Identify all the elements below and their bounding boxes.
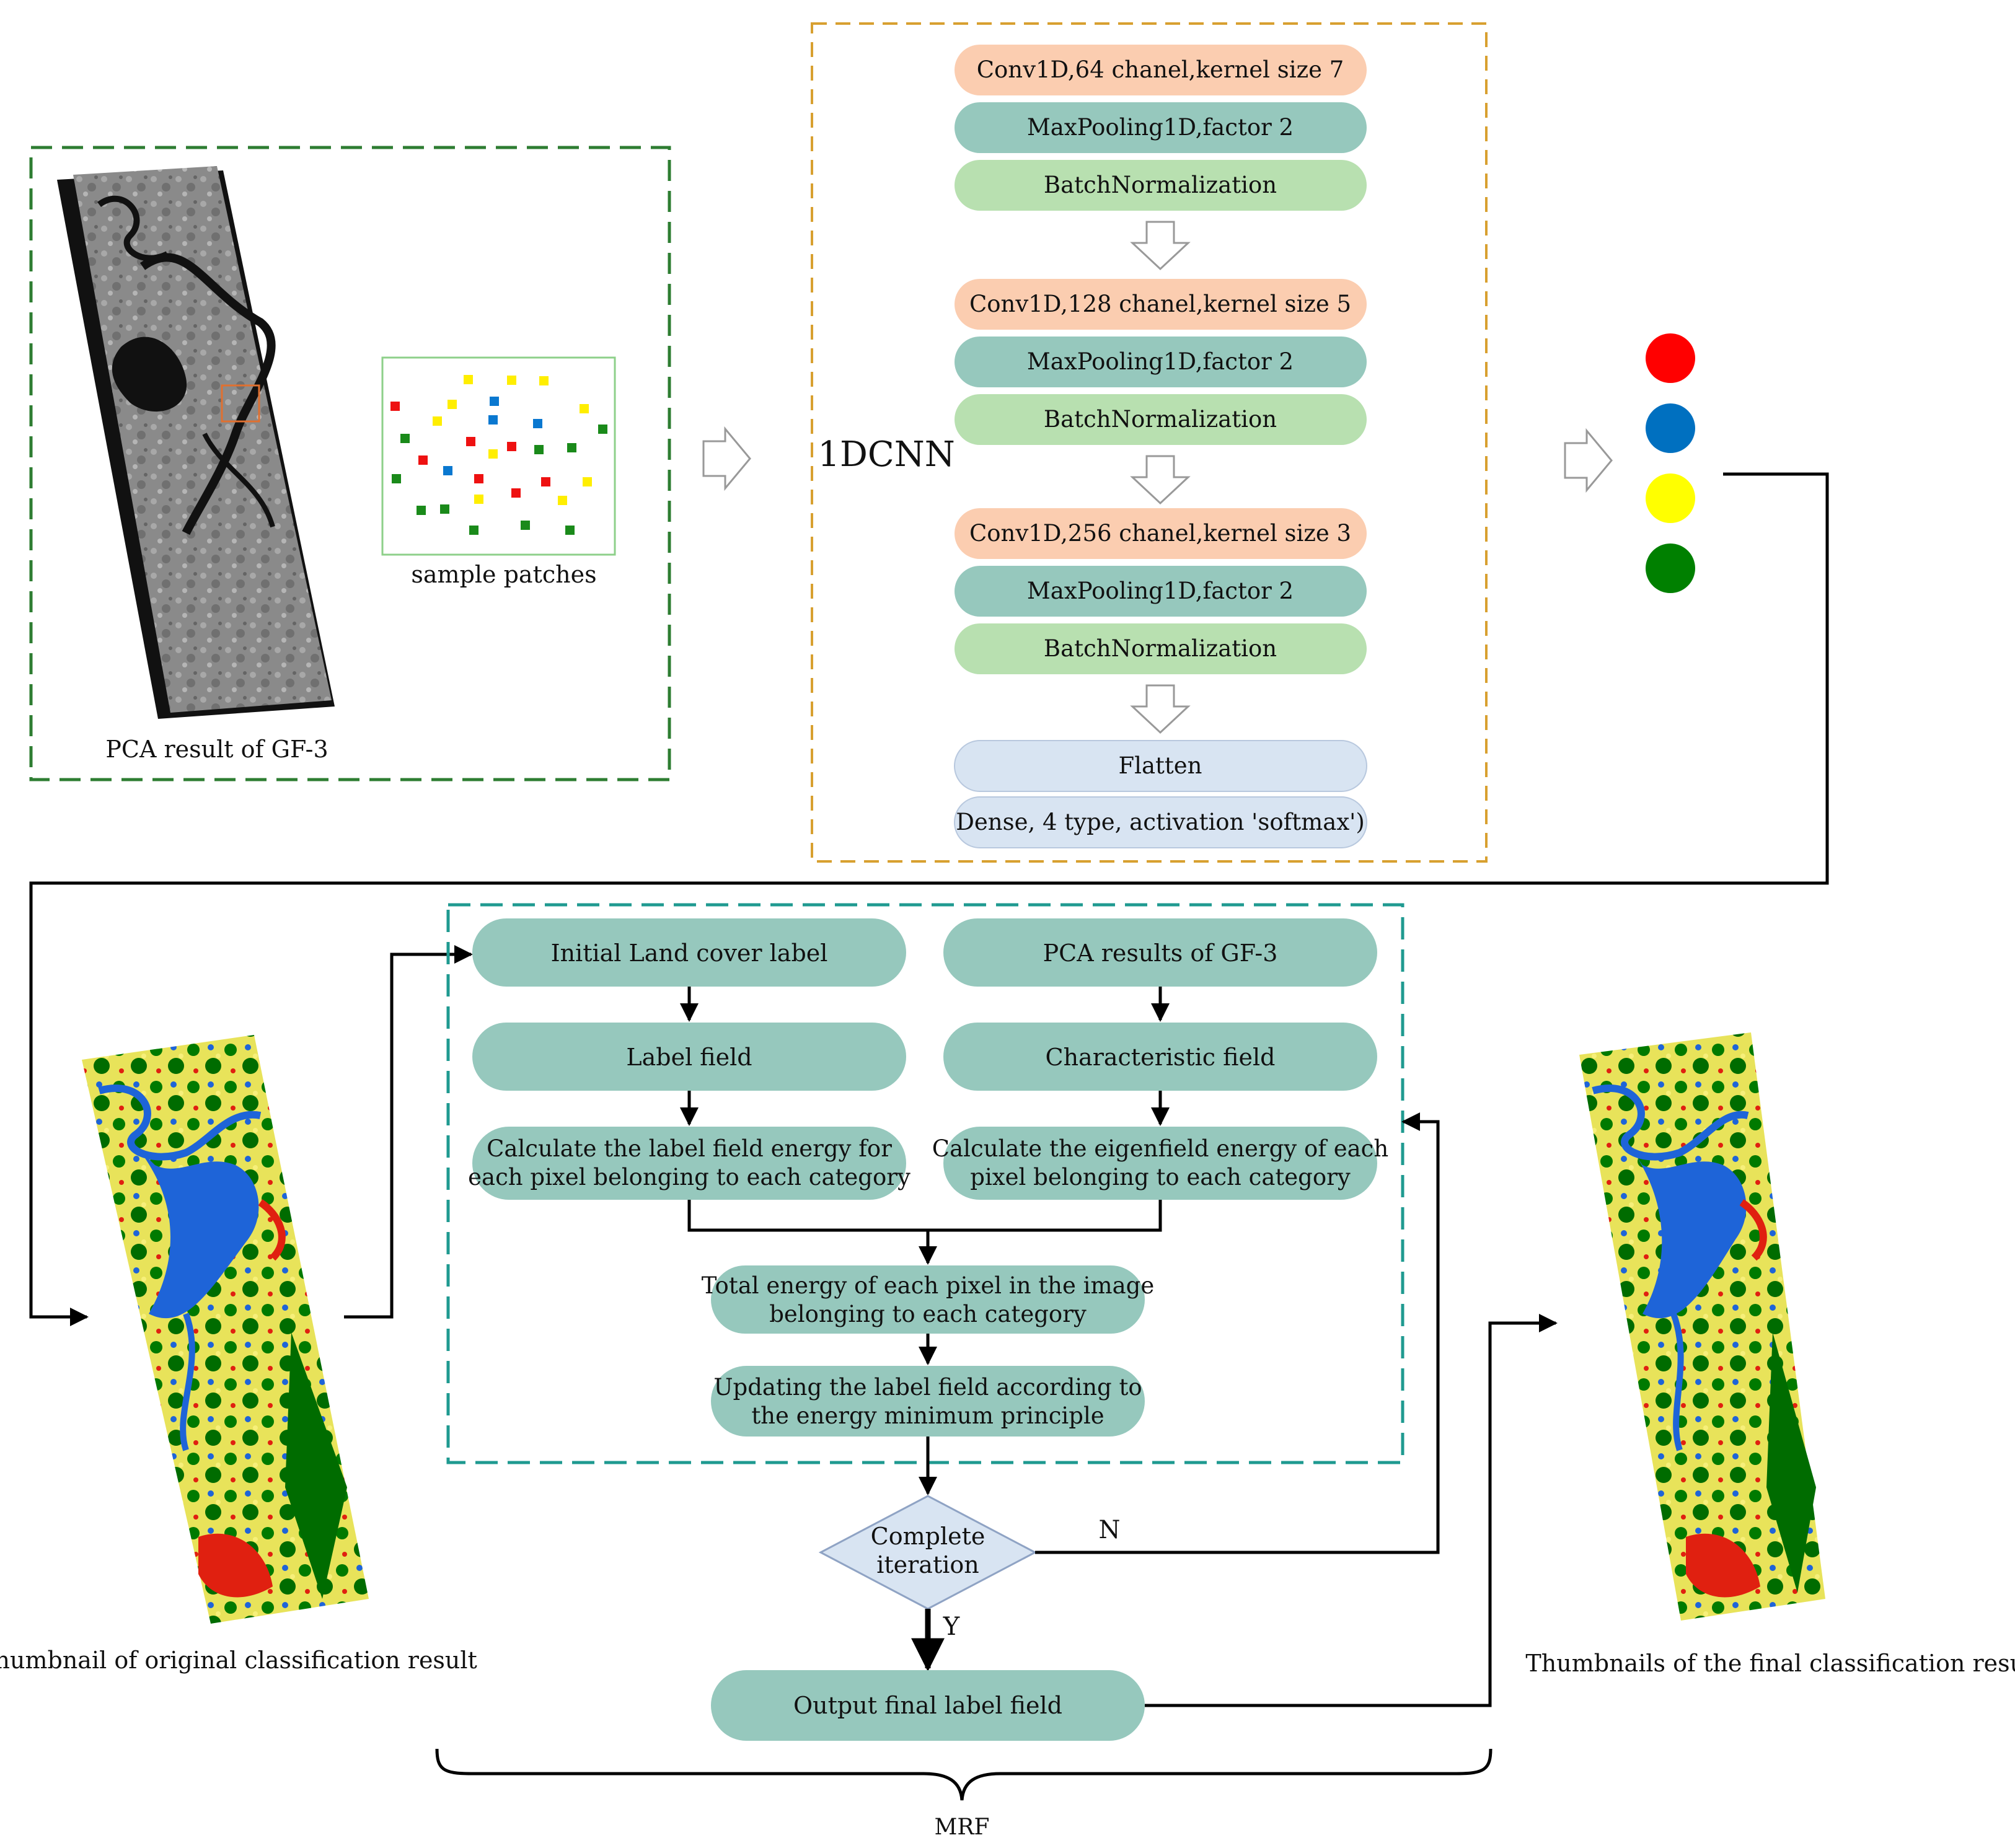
mrf-characteristic-field-text: Characteristic field (1046, 1044, 1276, 1071)
cnn-layer-label-1: Conv1D,64 chanel,kernel size 7 (977, 56, 1344, 83)
mrf-label-energy-line1: Calculate the label field energy for (487, 1135, 892, 1162)
output-class-dot-3 (1646, 473, 1695, 523)
mrf-update-label-line1: Updating the label field according to (713, 1374, 1142, 1401)
pca-image (57, 166, 335, 719)
mrf-total-energy-line1: Total energy of each pixel in the image (702, 1272, 1154, 1299)
mrf-label-field-text: Label field (626, 1044, 752, 1071)
mrf-brace (435, 1748, 1493, 1801)
cnn-layer-box-4 (955, 279, 1367, 330)
mrf-eigen-energy-line2: pixel belonging to each category (970, 1164, 1351, 1190)
cnn-layer-box-10 (954, 740, 1367, 792)
pca-caption: PCA result of GF-3 (105, 736, 328, 763)
cnn-layer-box-6 (955, 394, 1367, 445)
connector-output-to-final (1145, 1314, 1558, 1707)
mrf-decision-diamond: Complete iteration (818, 1495, 1038, 1610)
mrf-update-label-line2: the energy minimum principle (751, 1402, 1104, 1429)
mrf-initial-label-box: Initial Land cover label (472, 918, 906, 987)
connector-classes-to-thumbnail (29, 472, 1829, 1326)
cnn-layer-label-5: MaxPooling1D,factor 2 (1027, 348, 1294, 375)
cnn-layer-label-10: Flatten (1118, 752, 1202, 779)
original-classification-thumbnail (82, 1035, 369, 1624)
mrf-characteristic-field-box: Characteristic field (943, 1023, 1377, 1091)
cnn-layer-box-1 (955, 45, 1367, 95)
cnn-layer-label-11: Dense, 4 type, activation 'softmax') (956, 809, 1365, 835)
mrf-label-field-box: Label field (472, 1023, 906, 1091)
mrf-update-label-box: Updating the label field according to th… (711, 1366, 1145, 1437)
cnn-hollow-arrow-2 (1130, 455, 1191, 505)
cnn-layer-label-6: BatchNormalization (1044, 406, 1277, 433)
mrf-output-box: Output final label field (711, 1670, 1145, 1741)
mrf-decision-line2: iteration (876, 1551, 979, 1578)
connector-thumbnail-to-initial-label (344, 945, 473, 1319)
cnn-title: 1DCNN (818, 434, 955, 475)
cnn-group-border (811, 22, 1488, 863)
mrf-eigen-energy-box: Calculate the eigenfield energy of each … (932, 1127, 1388, 1200)
output-class-dot-2 (1646, 403, 1695, 453)
final-classification-thumbnail (1579, 1032, 1825, 1621)
mrf-pca-results-box: PCA results of GF-3 (943, 918, 1377, 987)
cnn-layer-stack: Conv1D,64 chanel,kernel size 7 MaxPooling… (954, 45, 1367, 848)
final-thumbnail-caption: Thumbnails of the final classification r… (1525, 1650, 2015, 1677)
output-class-dots (1646, 333, 1695, 593)
mrf-total-energy-line2: belonging to each category (769, 1301, 1087, 1327)
hollow-arrow-input-to-cnn (702, 426, 751, 491)
mrf-label: MRF (935, 1815, 990, 1840)
mrf-yes-label: Y (943, 1613, 960, 1641)
cnn-hollow-arrow-3 (1130, 684, 1191, 734)
cnn-layer-box-11 (954, 796, 1367, 848)
hollow-arrow-cnn-to-classes (1564, 428, 1613, 493)
mrf-output-text: Output final label field (793, 1692, 1062, 1719)
cnn-layer-box-8 (955, 566, 1367, 617)
cnn-layer-label-3: BatchNormalization (1044, 172, 1277, 198)
mrf-pca-results-text: PCA results of GF-3 (1043, 939, 1278, 967)
cnn-hollow-arrow-1 (1130, 221, 1191, 271)
output-class-dot-1 (1646, 333, 1695, 383)
sample-patches-caption: sample patches (411, 561, 596, 588)
sample-patch-squares (390, 375, 607, 535)
connector-no-loop (1035, 1112, 1440, 1554)
cnn-layer-label-9: BatchNormalization (1044, 635, 1277, 662)
mrf-total-energy-box: Total energy of each pixel in the image … (702, 1265, 1154, 1334)
mrf-decision-line1: Complete (871, 1523, 985, 1550)
output-class-dot-4 (1646, 543, 1695, 593)
mrf-group-border (446, 903, 1404, 1464)
mrf-no-label: N (1099, 1516, 1121, 1544)
sample-patches-panel (381, 356, 616, 556)
cnn-layer-label-8: MaxPooling1D,factor 2 (1027, 578, 1294, 604)
cnn-layer-box-7 (955, 508, 1367, 559)
mrf-label-energy-box: Calculate the label field energy for eac… (468, 1127, 910, 1200)
cnn-layer-label-2: MaxPooling1D,factor 2 (1027, 114, 1294, 141)
input-group-border (29, 146, 671, 781)
mrf-eigen-energy-line1: Calculate the eigenfield energy of each (932, 1135, 1388, 1162)
cnn-layer-label-7: Conv1D,256 chanel,kernel size 3 (969, 520, 1351, 547)
cnn-layer-box-2 (955, 102, 1367, 153)
cnn-layer-box-9 (955, 623, 1367, 674)
original-thumbnail-caption: Thumbnail of original classification res… (0, 1647, 477, 1674)
cnn-layer-box-5 (955, 337, 1367, 387)
cnn-layer-label-4: Conv1D,128 chanel,kernel size 5 (969, 291, 1351, 317)
connector-energies-merge (687, 1200, 1162, 1232)
mrf-label-energy-line2: each pixel belonging to each category (468, 1164, 910, 1190)
mrf-initial-label-text: Initial Land cover label (551, 939, 828, 967)
cnn-layer-box-3 (955, 160, 1367, 211)
